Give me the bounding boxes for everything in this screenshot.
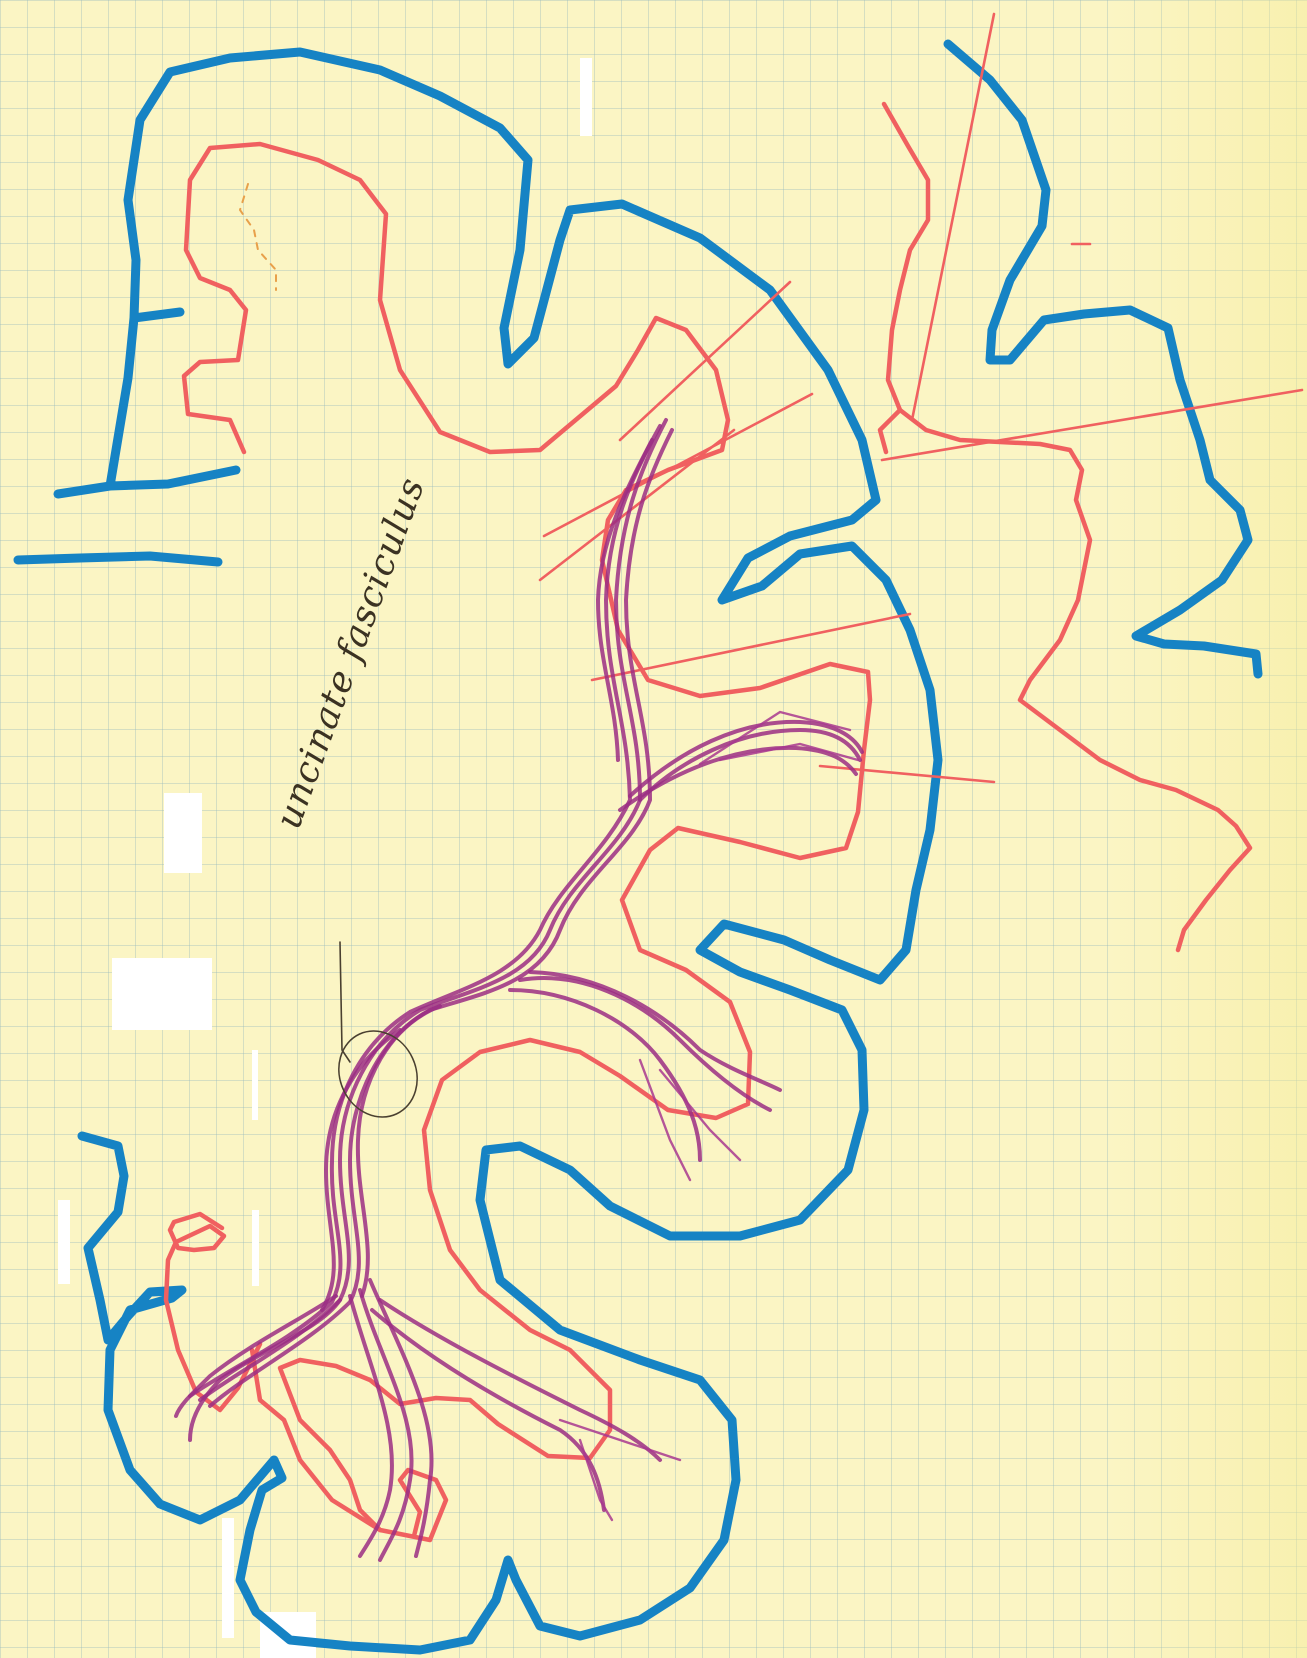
fiber-fan-lower: [372, 1310, 604, 1510]
gray-white-boundary: [166, 104, 1250, 1540]
guide-line: [620, 282, 790, 440]
whiteout-patch: [252, 1210, 259, 1286]
leader-line: [340, 942, 350, 1062]
orange-faint-strokes: [240, 184, 276, 290]
fiber-fan-upper: [640, 730, 860, 800]
whiteout-patch: [222, 1518, 234, 1638]
fiber-fan-middle: [640, 1060, 690, 1180]
leader-loop: [325, 1018, 431, 1130]
whiteout-patch: [252, 1050, 258, 1120]
fiber-bundle-trunk: [200, 420, 666, 1400]
fiber-fan-lower: [560, 1420, 680, 1460]
whiteout-patch: [580, 58, 592, 136]
whiteout-patch: [58, 1200, 70, 1284]
fiber-bundle-trunk: [210, 430, 672, 1406]
guide-line: [882, 390, 1302, 460]
whiteout-patch: [112, 958, 212, 1030]
cortex-outline-segment: [18, 556, 218, 562]
faint-stroke: [240, 184, 276, 290]
guide-line: [912, 14, 994, 420]
fiber-bundle-trunk: [190, 426, 660, 1396]
cortex-outline: [18, 44, 1258, 1650]
guide-line: [540, 430, 734, 580]
boundary-segment: [184, 144, 870, 1540]
boundary-segment: [880, 410, 900, 452]
cortex-outline-segment: [948, 44, 1258, 674]
guide-line: [820, 766, 994, 782]
fiber-fan-lower: [190, 1300, 340, 1440]
whiteout-patch: [164, 793, 202, 873]
fiber-fan-middle: [510, 990, 700, 1160]
boundary-segment: [884, 104, 1250, 950]
